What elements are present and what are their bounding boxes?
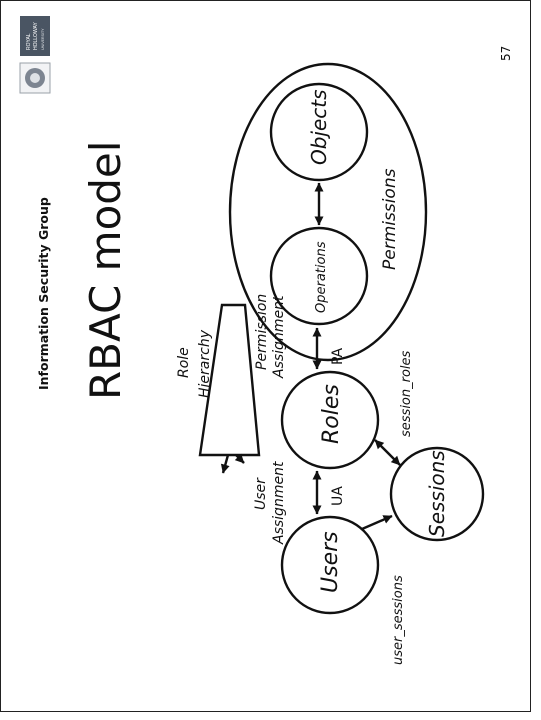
user-sessions-edge	[361, 514, 393, 531]
node-users	[280, 515, 380, 615]
node-sessions-label: Sessions	[425, 450, 449, 537]
label-user-sessions: user_sessions	[391, 575, 406, 665]
session-roles-edge	[374, 439, 401, 466]
wordmark-block	[20, 16, 50, 56]
node-objects	[269, 82, 369, 182]
node-operations	[269, 226, 369, 326]
label-permission-assignment-1: Permission	[254, 294, 270, 370]
slide-title: RBAC model	[81, 141, 130, 400]
crest-emblem-center	[30, 73, 40, 83]
label-pa: PA	[330, 347, 346, 365]
node-users-label: Users	[318, 531, 343, 593]
label-role-hierarchy-1: Role	[176, 347, 192, 378]
page-number: 57	[499, 46, 513, 61]
slide-page-frame	[0, 0, 531, 712]
label-ua: UA	[330, 486, 346, 506]
wordmark-line-1: ROYAL	[26, 33, 32, 50]
wordmark-line-2: HOLLOWAY	[33, 22, 39, 50]
node-roles	[280, 370, 380, 470]
label-session-roles: session_roles	[399, 350, 414, 437]
node-roles-label: Roles	[319, 384, 344, 444]
university-logo: ROYAL HOLLOWAY UNIVERSITY	[19, 16, 51, 94]
header-group-name: Information Security Group	[36, 197, 51, 390]
role-hierarchy-arrow-a	[220, 454, 230, 474]
node-sessions	[389, 446, 485, 542]
node-operations-label: Operations	[314, 241, 329, 313]
label-user-assignment-2: Assignment	[271, 461, 287, 545]
permissions-set	[228, 62, 428, 362]
wordmark-line-3: UNIVERSITY	[41, 28, 45, 50]
label-permission-assignment-2: Assignment	[271, 295, 287, 379]
node-objects-label: Objects	[307, 89, 331, 165]
permissions-label: Permissions	[380, 168, 400, 270]
role-hierarchy-arrow-b	[234, 453, 245, 464]
label-user-assignment-1: User	[253, 477, 269, 510]
label-role-hierarchy-2: Hierarchy	[197, 329, 213, 398]
